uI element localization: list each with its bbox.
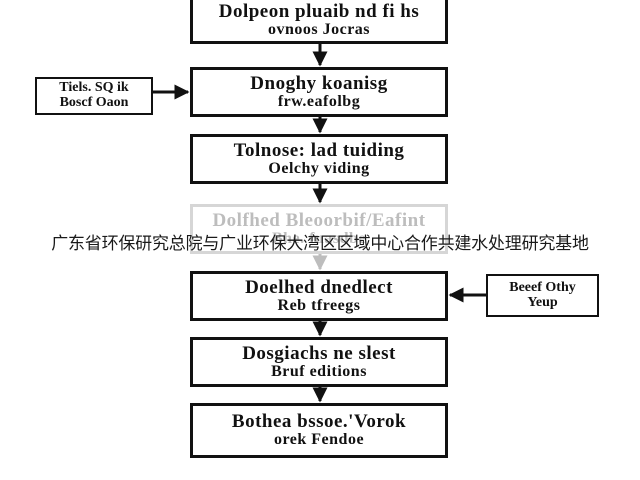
side-note-left-line2: Boscf Oaon xyxy=(59,95,129,110)
flow-step-1-line1: Dolpeon pluaib nd fi hs xyxy=(218,0,420,22)
flow-step-6-line1: Dosgiachs ne slest xyxy=(242,342,396,364)
flow-step-7-line1: Bothea bssoe.'Vorok xyxy=(231,411,407,433)
flow-step-7: Bothea bssoe.'Vorok orek Fendoe xyxy=(190,403,448,458)
flow-step-4-line2: Bhe. fuasdbe xyxy=(271,229,367,247)
flow-step-3: Tolnose: lad tuiding Oelchy viding xyxy=(190,134,448,184)
flow-step-5-line1: Doelhed dnedlect xyxy=(245,276,393,298)
flow-step-5-line2: Reb tfreegs xyxy=(277,296,361,314)
flow-step-7-line2: orek Fendoe xyxy=(273,431,365,449)
flow-step-2-line2: frw.eafolbg xyxy=(277,92,361,110)
flow-step-1-line2: ovnoos Jocras xyxy=(267,20,371,38)
flow-step-5: Doelhed dnedlect Reb tfreegs xyxy=(190,271,448,321)
side-note-left-line1: Tiels. SQ ik xyxy=(59,80,129,96)
side-note-right-line1: Beeef Othy xyxy=(509,279,576,295)
side-note-right: Beeef Othy Yeup xyxy=(486,274,599,317)
flow-step-4-line1: Dolfhed Bleoorbif/Eafint xyxy=(212,209,426,231)
flow-step-3-line1: Tolnose: lad tuiding xyxy=(233,139,405,161)
side-note-right-line2: Yeup xyxy=(527,294,558,310)
flow-step-4-faded: Dolfhed Bleoorbif/Eafint Bhe. fuasdbe xyxy=(190,204,448,254)
flow-step-1: Dolpeon pluaib nd fi hs ovnoos Jocras xyxy=(190,0,448,44)
flow-step-3-line2: Oelchy viding xyxy=(268,159,370,177)
flow-step-2-line1: Dnoghy koanisg xyxy=(250,72,388,94)
flow-step-6-line2: Bruf editions xyxy=(271,362,367,380)
flow-step-2: Dnoghy koanisg frw.eafolbg xyxy=(190,67,448,117)
flow-step-6: Dosgiachs ne slest Bruf editions xyxy=(190,337,448,387)
side-note-left: Tiels. SQ ik Boscf Oaon xyxy=(35,77,153,115)
watermark-caption: 广东省环保研究总院与广业环保大湾区区域中心合作共建水处理研究基地 xyxy=(51,234,589,254)
